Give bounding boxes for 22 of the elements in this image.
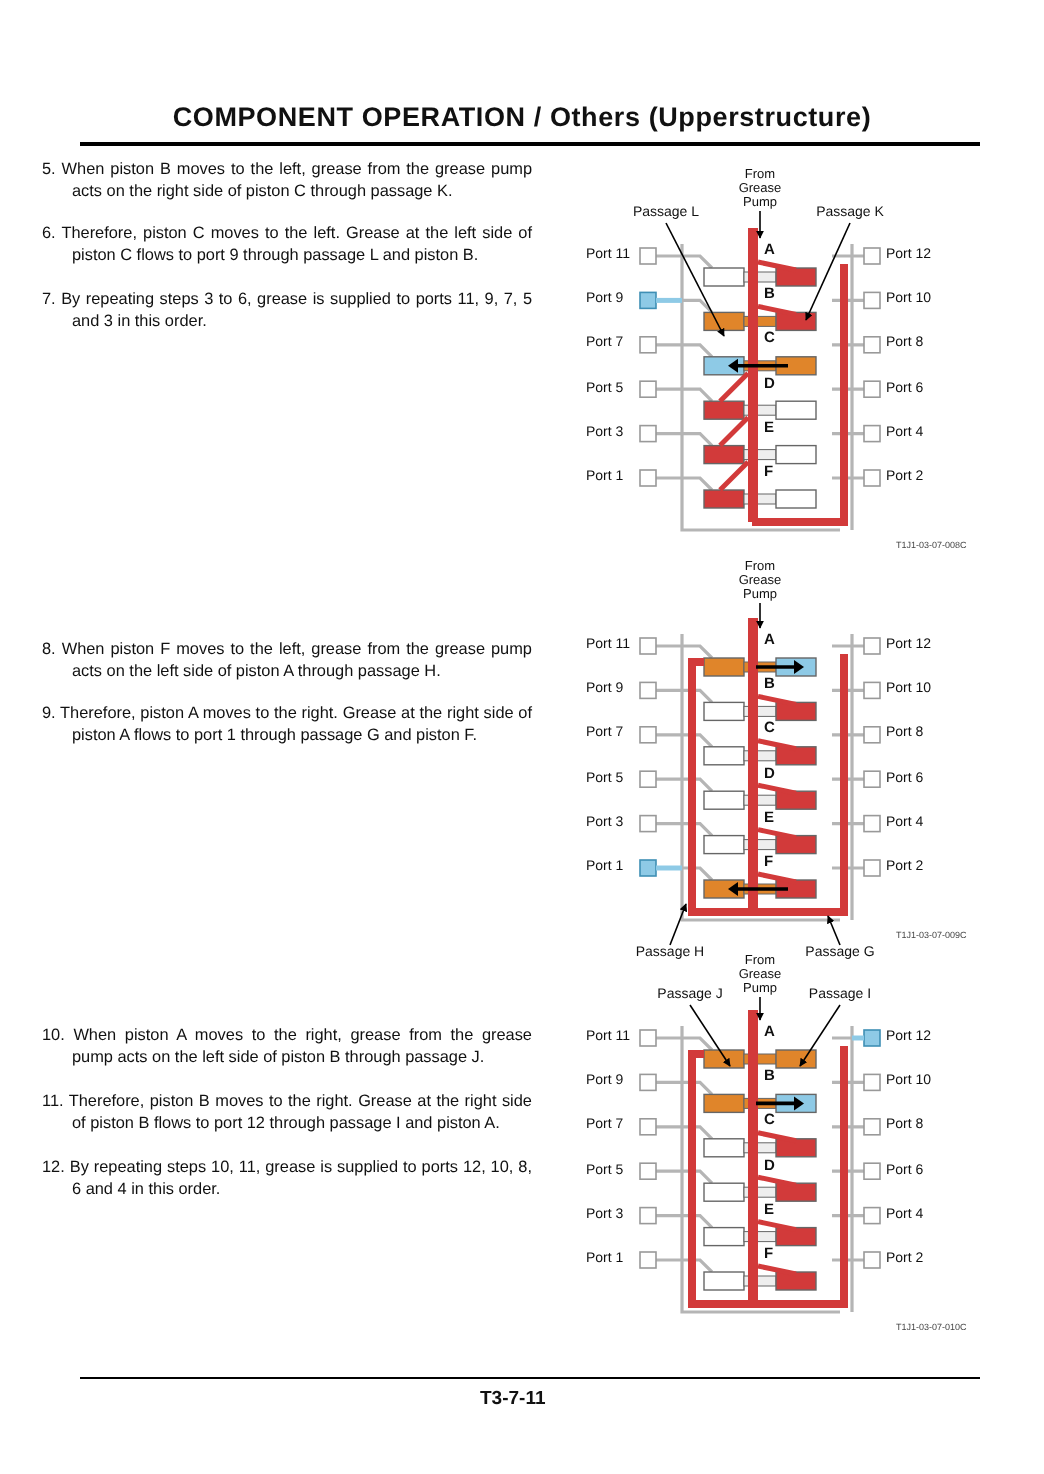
leader-line	[799, 1004, 841, 1067]
step-text: 10. When piston A moves to the right, grease from the grease pump acts on the left side of piston B through passage J.	[42, 1026, 532, 1069]
leader-line	[756, 996, 764, 1021]
grease-distributor-drawing	[639, 618, 881, 922]
step-text: 7. By repeating steps 3 to 6, grease is supplied to ports 11, 9, 7, 5 and 3 in this order.	[42, 290, 532, 333]
step-text: 11. Therefore, piston B moves to the right. Grease at the right side of piston B flows to port 12 through passage I and piston A.	[42, 1092, 532, 1135]
leader-line	[805, 222, 851, 321]
step-text: 6. Therefore, piston C moves to the left. Grease at the left side of piston C flows to port 9 through passage L and piston B.	[42, 224, 532, 267]
step-text: 5. When piston B moves to the left, grease from the grease pump acts on the right side of piston C through passage K.	[42, 160, 532, 203]
leader-line	[689, 1004, 731, 1067]
leader-line	[756, 210, 764, 239]
leader-line	[827, 915, 841, 946]
page-number: T3-7-11	[480, 1388, 546, 1410]
leader-line	[665, 222, 725, 337]
step-text: 9. Therefore, piston A moves to the right. Grease at the right side of piston A flows to port 1 through passage G and piston F.	[42, 704, 532, 747]
leader-line	[669, 903, 688, 946]
grease-distributor-drawing	[639, 228, 881, 532]
step-text: 8. When piston F moves to the left, grease from the grease pump acts on the left side of piston A through passage H.	[42, 640, 532, 683]
step-text: 12. By repeating steps 10, 11, grease is supplied to ports 12, 10, 8, 6 and 4 in this order.	[42, 1158, 532, 1201]
grease-distributor-drawing	[639, 1010, 881, 1314]
page-title: COMPONENT OPERATION / Others (Upperstructure)	[170, 102, 874, 132]
leader-line	[756, 602, 764, 629]
